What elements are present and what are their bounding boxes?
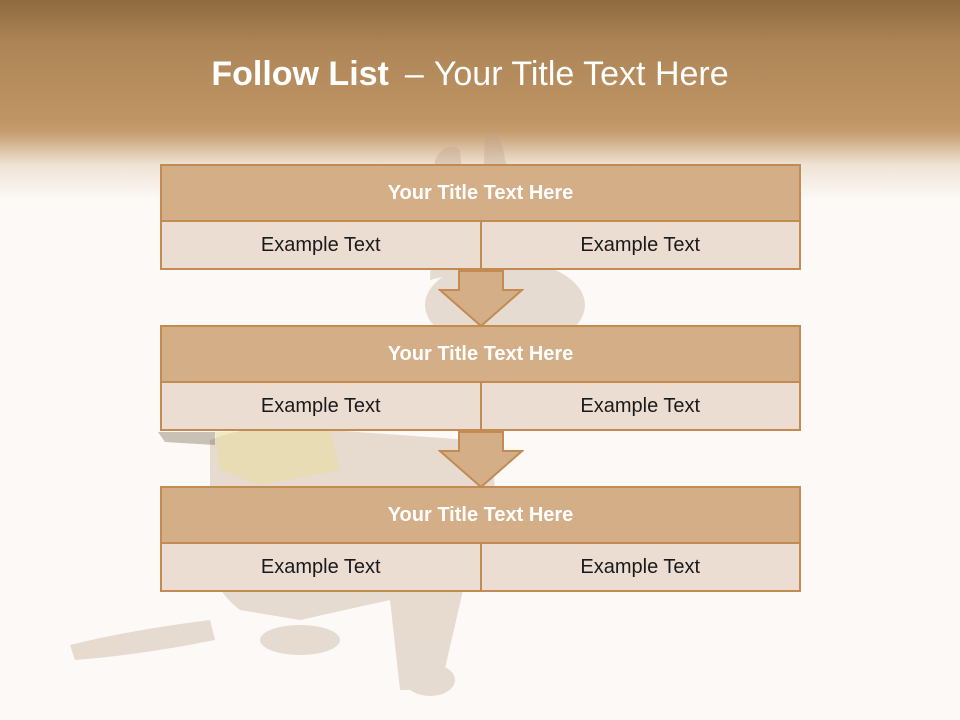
slide-title-dash: –	[404, 55, 424, 93]
block-cell-right: Example Text	[479, 220, 801, 270]
block-cell-right: Example Text	[479, 381, 801, 431]
down-arrow-icon	[438, 270, 524, 328]
list-block-2: Your Title Text Here Example Text Exampl…	[160, 325, 801, 431]
slide-title-rest: Your Title Text Here	[433, 55, 729, 93]
block-cell-left: Example Text	[160, 220, 482, 270]
slide-title: Follow List–Your Title Text Here	[0, 55, 940, 94]
block-row: Example Text Example Text	[160, 220, 801, 270]
block-row: Example Text Example Text	[160, 381, 801, 431]
list-block-1: Your Title Text Here Example Text Exampl…	[160, 164, 801, 270]
block-title: Your Title Text Here	[160, 325, 801, 383]
block-title: Your Title Text Here	[160, 164, 801, 222]
down-arrow-icon	[438, 431, 524, 489]
block-cell-left: Example Text	[160, 542, 482, 592]
list-block-3: Your Title Text Here Example Text Exampl…	[160, 486, 801, 592]
block-cell-left: Example Text	[160, 381, 482, 431]
block-title: Your Title Text Here	[160, 486, 801, 544]
block-row: Example Text Example Text	[160, 542, 801, 592]
slide-title-bold: Follow List	[211, 55, 389, 93]
block-cell-right: Example Text	[479, 542, 801, 592]
